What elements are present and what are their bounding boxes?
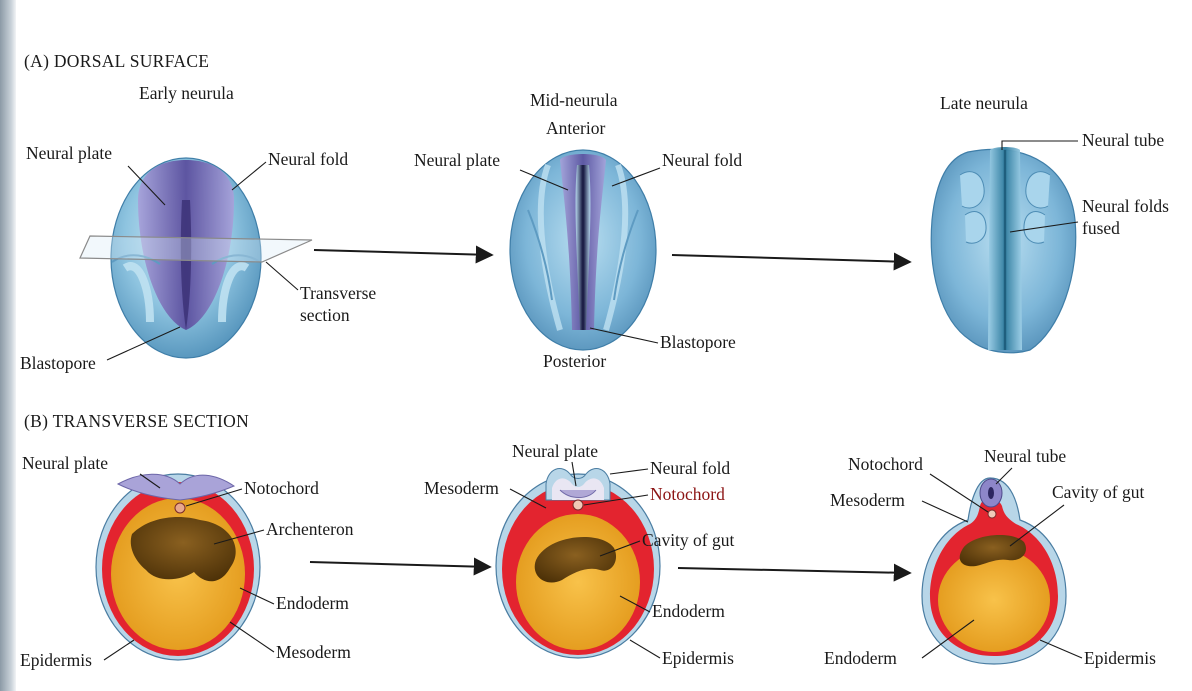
neural-folds-fused-label-2: fused	[1082, 218, 1120, 238]
sec-mid-neural-plate-label: Neural plate	[512, 441, 598, 461]
sec-late-notochord-label: Notochord	[848, 454, 923, 474]
anterior-label: Anterior	[546, 118, 605, 138]
sec-late-epidermis-label: Epidermis	[1084, 648, 1156, 668]
sec-late-epidermis-leader	[1040, 640, 1082, 658]
late-neurula-section	[922, 478, 1066, 664]
sec-mid-cavity-label: Cavity of gut	[642, 530, 734, 550]
sec-late-cavity-label: Cavity of gut	[1052, 482, 1144, 502]
arrow-a2	[672, 255, 910, 262]
arrow-b2	[678, 568, 910, 573]
sec-late-endoderm-label: Endoderm	[824, 648, 897, 668]
transverse-section-label-2: section	[300, 305, 350, 325]
transverse-section-label-1: Transverse	[300, 283, 376, 303]
arrow-b1	[310, 562, 490, 567]
sec-early-epidermis-leader	[104, 640, 134, 660]
mid-neurula-dorsal	[510, 150, 656, 350]
sec-early-neural-plate-label: Neural plate	[22, 453, 108, 473]
early-blastopore-label: Blastopore	[20, 353, 96, 373]
sec-late-mesoderm-label: Mesoderm	[830, 490, 905, 510]
sec-early-endoderm-label: Endoderm	[276, 593, 349, 613]
early-neurula-section	[96, 474, 260, 660]
sec-late-neural-tube-label: Neural tube	[984, 446, 1066, 466]
sec-mid-neural-fold-leader	[610, 469, 648, 474]
early-neural-fold-label: Neural fold	[268, 149, 348, 169]
mid-neurula-label: Mid-neurula	[530, 90, 618, 110]
archenteron-label: Archenteron	[266, 519, 354, 539]
sec-early-notochord-label: Notochord	[244, 478, 319, 498]
panel-a-title: (A) DORSAL SURFACE	[24, 51, 209, 71]
sec-mid-notochord-label: Notochord	[650, 484, 725, 504]
arrow-a1	[314, 250, 492, 255]
sec-mid-mesoderm-label: Mesoderm	[424, 478, 499, 498]
sec-late-neural-tube-leader	[996, 468, 1012, 484]
late-neurula-label: Late neurula	[940, 93, 1028, 113]
transverse-section-leader	[266, 262, 298, 290]
mid-neural-fold-label: Neural fold	[662, 150, 742, 170]
sec-late-mesoderm-leader	[922, 501, 968, 522]
sec-mid-endoderm-label: Endoderm	[652, 601, 725, 621]
sec-early-mesoderm-leader	[230, 622, 274, 652]
panel-b-title: (B) TRANSVERSE SECTION	[24, 411, 249, 431]
posterior-label: Posterior	[543, 351, 606, 371]
sec-early-epidermis-label: Epidermis	[20, 650, 92, 670]
early-neural-plate-label: Neural plate	[26, 143, 112, 163]
mid-blastopore-label: Blastopore	[660, 332, 736, 352]
early-neurula-dorsal	[80, 158, 312, 358]
sec-mid-neural-fold-label: Neural fold	[650, 458, 730, 478]
sec-mid-epidermis-leader	[630, 640, 660, 658]
early-neurula-label: Early neurula	[139, 83, 234, 103]
mid-neural-plate-label: Neural plate	[414, 150, 500, 170]
sec-mid-epidermis-label: Epidermis	[662, 648, 734, 668]
late-neural-tube-label: Neural tube	[1082, 130, 1164, 150]
early-neural-fold-leader	[232, 162, 266, 190]
neural-folds-fused-label-1: Neural folds	[1082, 196, 1169, 216]
sec-early-mesoderm-label: Mesoderm	[276, 642, 351, 662]
late-neurula-dorsal	[931, 147, 1076, 353]
